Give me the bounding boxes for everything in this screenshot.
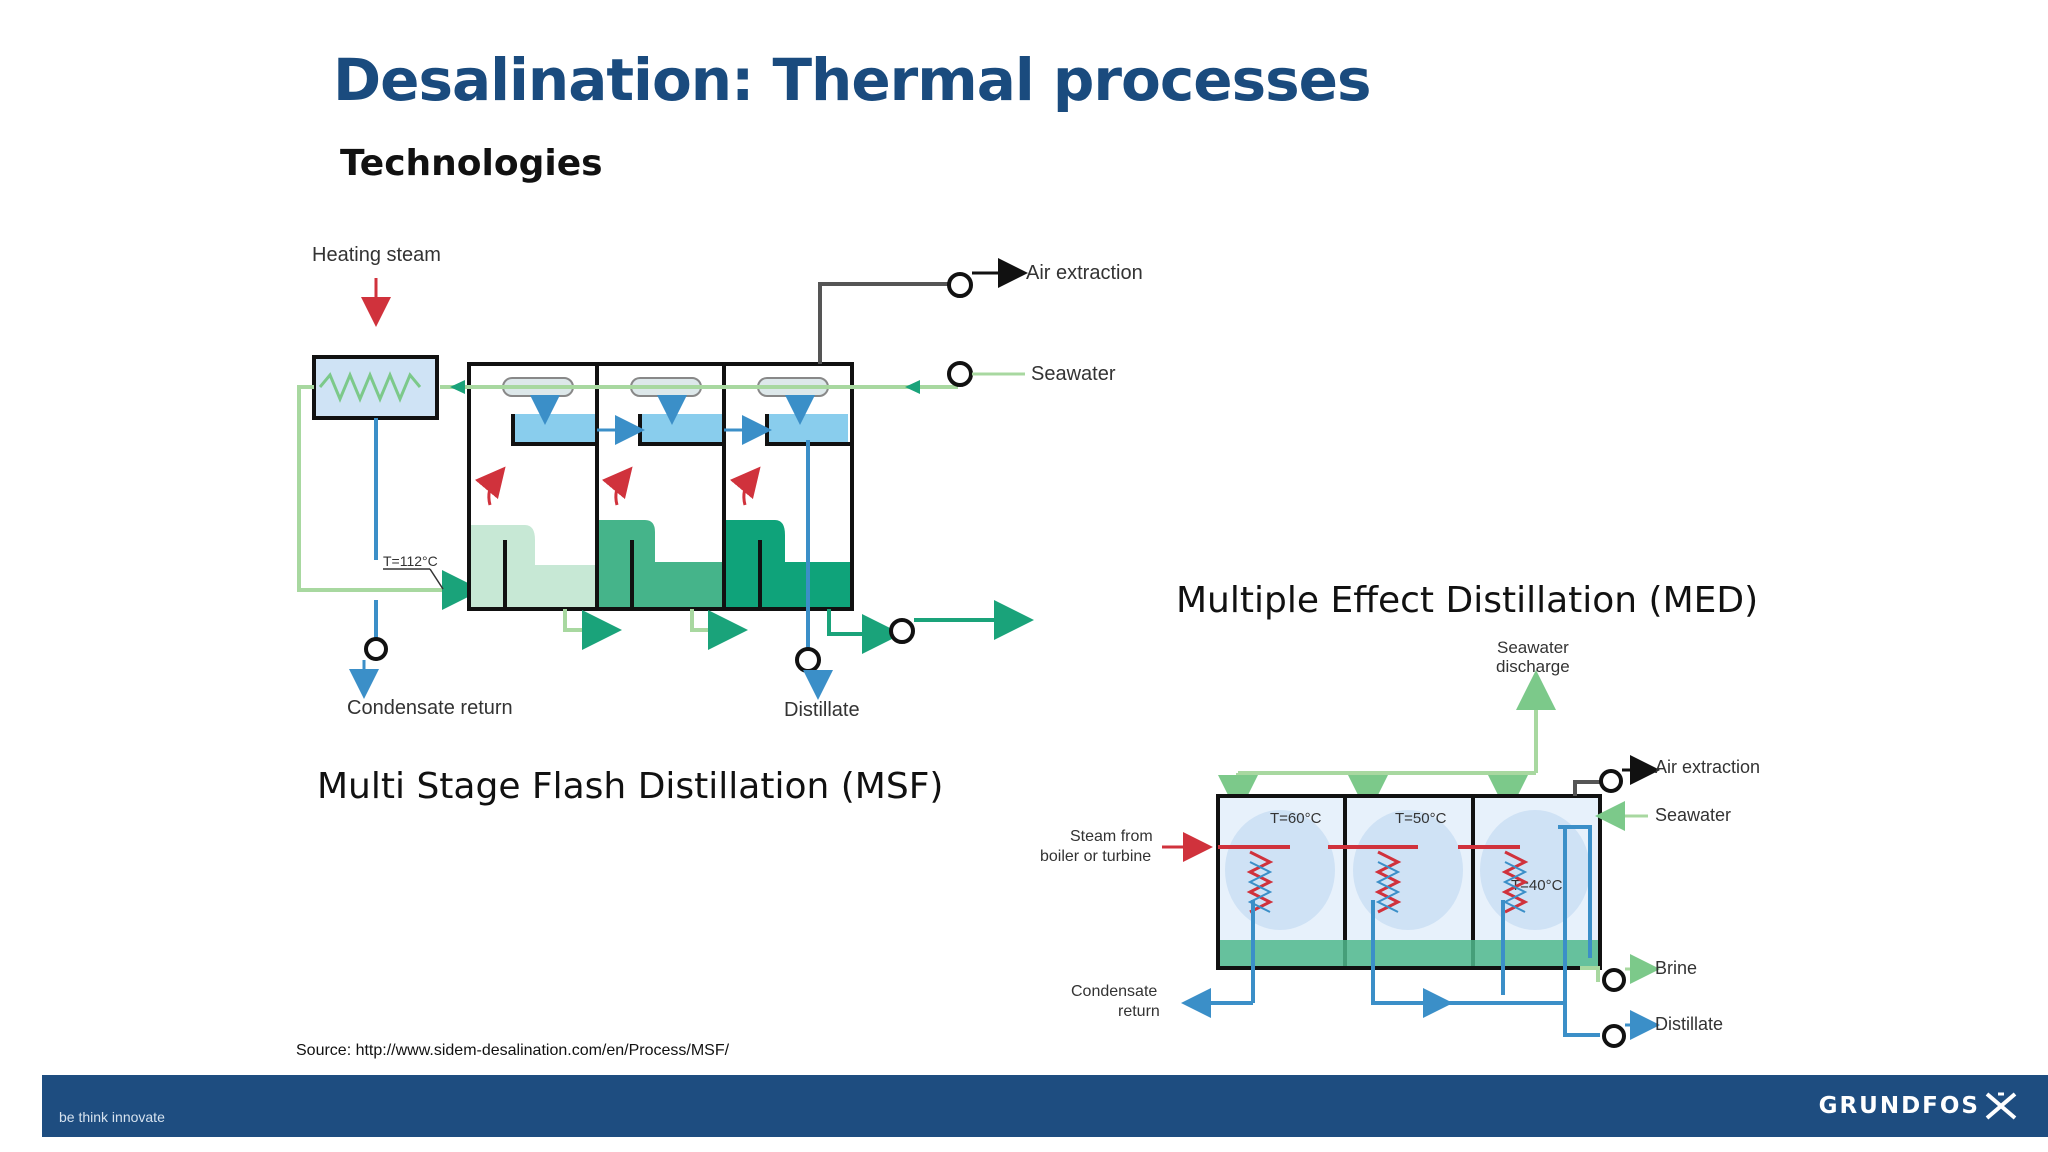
med-temp-2: T=50°C [1395,810,1447,827]
med-diagram: Seawater discharge T=60°C T=50°C T=40°C … [1040,638,1760,1048]
slide-title: Desalination: Thermal processes [333,46,1371,114]
msf-diagram: Heating steam Condensate return T=112°C [297,244,1143,721]
med-temp-1: T=60°C [1270,810,1322,827]
slide-subtitle: Technologies [340,143,603,184]
med-condensate-label-1: Condensate [1071,983,1157,1000]
med-steam-label-2: boiler or turbine [1040,848,1151,865]
med-condensate-label-2: return [1118,1003,1160,1020]
grundfos-logo: GRUNDFOS [1819,1091,2018,1121]
msf-seawater-label: Seawater [1031,363,1116,385]
footer-tagline: be think innovate [59,1109,165,1125]
med-air-extraction-label: Air extraction [1655,757,1760,777]
msf-temperature-label: T=112°C [383,553,438,569]
med-seawater-discharge-label-2: discharge [1496,657,1570,676]
msf-condensate-return-label: Condensate return [347,697,513,719]
source-citation: Source: http://www.sidem-desalination.co… [296,1042,730,1059]
med-seawater-discharge-label-1: Seawater [1497,638,1569,657]
brand-name: GRUNDFOS [1818,1093,1980,1119]
msf-distillate-label: Distillate [784,699,860,721]
med-distillate-label: Distillate [1655,1014,1723,1034]
med-caption: Multiple Effect Distillation (MED) [1176,580,1759,621]
msf-air-extraction-label: Air extraction [1026,262,1143,284]
footer-bar: be think innovate GRUNDFOS [42,1075,2048,1137]
msf-heating-steam-label: Heating steam [312,244,441,266]
med-steam-label-1: Steam from [1070,828,1153,845]
msf-caption: Multi Stage Flash Distillation (MSF) [317,766,944,807]
med-brine-label: Brine [1655,958,1697,978]
med-seawater-label: Seawater [1655,805,1731,825]
grundfos-logo-icon [1985,1092,2017,1120]
